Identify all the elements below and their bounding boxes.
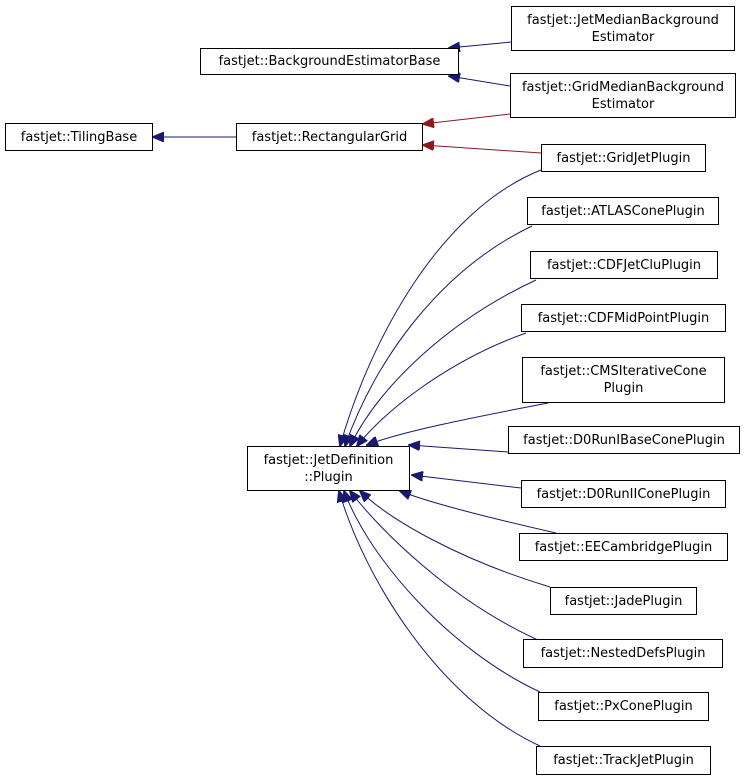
edge-gridjet-to-plugin	[340, 169, 542, 446]
node-pxcone-plugin[interactable]: fastjet::PxConePlugin	[538, 692, 709, 721]
node-cms-iterative-cone-plugin[interactable]: fastjet::CMSIterativeCone Plugin	[522, 357, 725, 403]
edge-pxcone-to-plugin	[344, 491, 541, 693]
edge-d0runii-to-plugin	[412, 475, 522, 489]
node-trackjet-plugin[interactable]: fastjet::TrackJetPlugin	[536, 746, 711, 775]
node-d0runibase-cone-plugin[interactable]: fastjet::D0RunIBaseConePlugin	[508, 426, 740, 454]
edge-jade-to-plugin	[360, 491, 551, 588]
node-rectangular-grid[interactable]: fastjet::RectangularGrid	[236, 123, 423, 151]
edge-d0runibase-to-plugin	[409, 445, 509, 453]
edge-cmsiterative-to-plugin	[367, 402, 549, 445]
node-background-estimator-base[interactable]: fastjet::BackgroundEstimatorBase	[200, 48, 459, 75]
edge-trackjet-to-plugin	[339, 491, 541, 747]
edge-nesteddefs-to-plugin	[350, 491, 539, 641]
edge-atlas-to-plugin	[345, 225, 533, 446]
edge-cdfjetclu-to-plugin	[350, 279, 537, 446]
node-jetdefinition-plugin[interactable]: fastjet::JetDefinition ::Plugin	[247, 446, 410, 491]
node-d0runii-cone-plugin[interactable]: fastjet::D0RunIIConePlugin	[521, 480, 726, 508]
edge-gridmedian-to-rectgrid	[423, 113, 511, 124]
node-eecambridge-plugin[interactable]: fastjet::EECambridgePlugin	[519, 533, 728, 561]
edge-gridjet-to-rectgrid	[423, 145, 542, 154]
edge-cdfmidpoint-to-plugin	[357, 332, 527, 446]
edge-eecambridge-to-plugin	[400, 491, 557, 534]
node-atlas-cone-plugin[interactable]: fastjet::ATLASConePlugin	[527, 197, 719, 225]
node-gridmedian-background-estimator[interactable]: fastjet::GridMedianBackground Estimator	[510, 73, 736, 118]
node-nesteddefs-plugin[interactable]: fastjet::NestedDefsPlugin	[523, 639, 723, 668]
node-grid-jet-plugin[interactable]: fastjet::GridJetPlugin	[541, 144, 706, 172]
node-jade-plugin[interactable]: fastjet::JadePlugin	[550, 587, 697, 615]
node-cdf-midpoint-plugin[interactable]: fastjet::CDFMidPointPlugin	[521, 304, 726, 332]
node-tiling-base[interactable]: fastjet::TilingBase	[5, 123, 153, 151]
edge-jetmedian-to-bgbase	[449, 41, 512, 48]
node-cdf-jetclu-plugin[interactable]: fastjet::CDFJetCluPlugin	[530, 251, 718, 279]
edge-gridmedian-to-bgbase	[449, 76, 511, 87]
node-jetmedian-background-estimator[interactable]: fastjet::JetMedianBackground Estimator	[511, 6, 735, 51]
